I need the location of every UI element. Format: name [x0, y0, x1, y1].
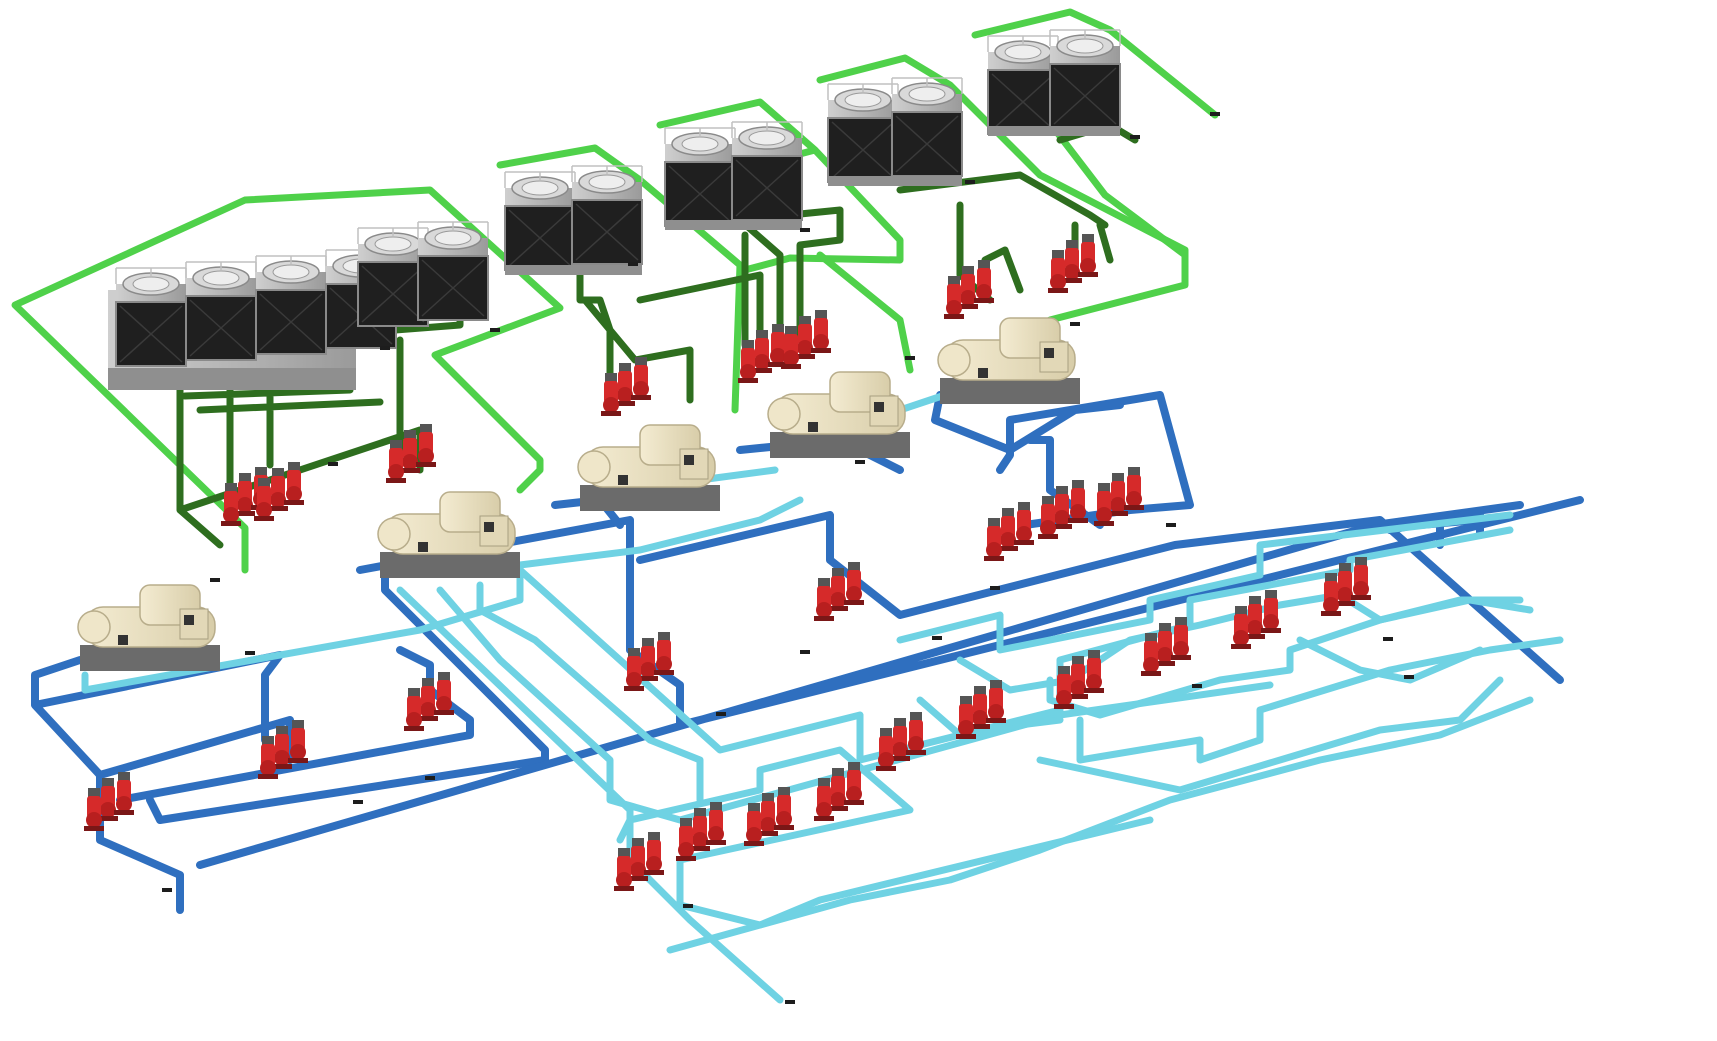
chiller-4: [767, 371, 911, 459]
cooling-tower-bank-5: [987, 29, 1121, 136]
chiller-3: [577, 424, 721, 512]
cooling-tower-bank-1: [108, 221, 489, 390]
chilled-water-secondary-piping: [81, 386, 1564, 1004]
chiller-1: [77, 584, 221, 672]
chiller-5: [937, 317, 1081, 405]
cooling-tower-bank-3: [664, 121, 803, 230]
cooling-tower-bank-2: [504, 165, 643, 275]
chiller-2: [377, 491, 521, 579]
cooling-tower-bank-4: [827, 77, 963, 186]
pipe-tags: [162, 112, 1414, 1004]
